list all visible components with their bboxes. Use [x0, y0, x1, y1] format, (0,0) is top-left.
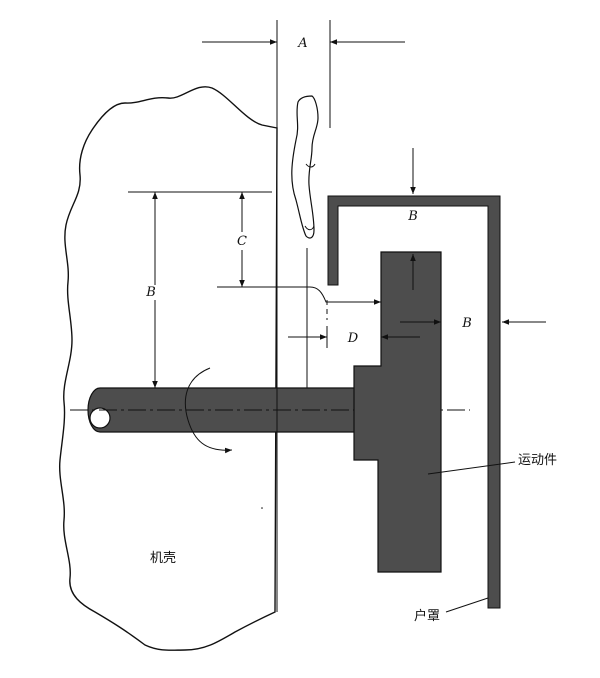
label-moving-part: 运动件 — [518, 453, 557, 468]
label-housing: 机壳 — [150, 551, 176, 566]
shaft-end-face — [89, 407, 111, 429]
stray-mark — [261, 507, 263, 509]
label-b-left: B — [145, 285, 156, 300]
leader-guard — [445, 597, 489, 613]
rotating-shaft — [87, 387, 441, 433]
label-b-right: B — [461, 316, 472, 331]
moving-part — [353, 251, 442, 573]
label-d: D — [347, 331, 359, 346]
finger-nail-top — [305, 163, 316, 168]
label-c: C — [237, 234, 247, 249]
label-guard: 户罩 — [414, 608, 440, 624]
guard-hood — [327, 195, 501, 609]
machine-housing-outline — [58, 86, 278, 651]
finger-nail-tip — [304, 225, 315, 231]
rotation-arrow — [184, 367, 233, 454]
finger-icon — [291, 95, 319, 239]
finger-reach-line — [309, 286, 381, 305]
label-b-top: B — [407, 209, 418, 224]
leader-moving-part — [427, 461, 516, 475]
label-a: A — [297, 36, 307, 51]
